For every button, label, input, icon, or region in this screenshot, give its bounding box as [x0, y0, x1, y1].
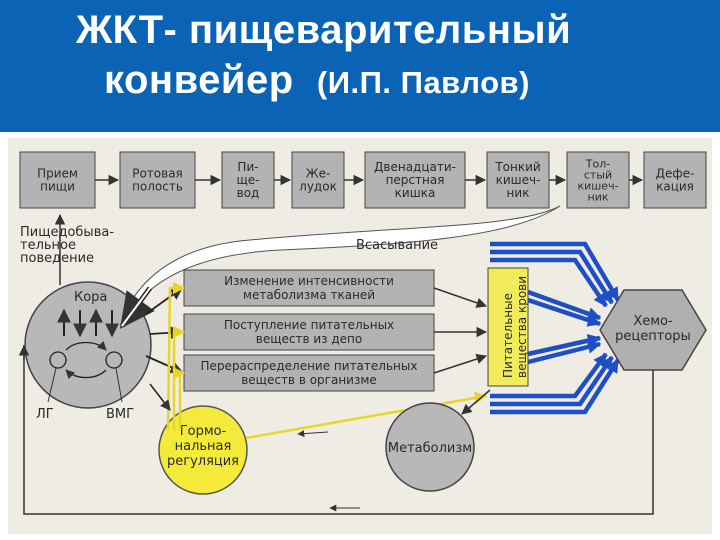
- chemoreceptors-label: Хемо-рецепторы: [615, 314, 691, 344]
- process-depot-supply-box: [183, 313, 435, 351]
- processes.2-line: Перераспределение питательных: [201, 359, 418, 373]
- chemo-line: рецепторы: [615, 329, 691, 344]
- conveyor.2-line: вод: [237, 186, 260, 200]
- cortex-inner-arrows: [57, 308, 119, 380]
- behavior-line: Пищедобыва-: [20, 225, 114, 240]
- blood-to-metabolism-arrow: [461, 389, 491, 415]
- conveyor.6-line: Тол-: [585, 158, 610, 171]
- process-redistribution-box: [183, 354, 435, 392]
- hormonal-line: регуляция: [167, 454, 239, 469]
- processes.1-line: веществ из депо: [256, 332, 362, 346]
- metabolism-label: Метаболизм: [388, 441, 472, 456]
- conveyor.2-line: Пи-: [237, 160, 258, 174]
- cortex-label: Кора: [74, 290, 107, 305]
- behavior-line: тельное: [20, 238, 76, 253]
- conveyor.5-line: ник: [507, 186, 530, 200]
- chemoreceptors-hexagon: [599, 289, 707, 371]
- hormonal-line: нальная: [175, 439, 232, 454]
- conveyor.6-line: кишеч-: [577, 180, 618, 193]
- stage-esophagus-box: [221, 151, 275, 209]
- conveyor.5-line: Тонкий: [494, 160, 540, 174]
- stage-food-intake-box: [19, 151, 96, 209]
- conveyor.6-line: стый: [584, 169, 612, 182]
- stage-small-intestine-box: [486, 151, 550, 209]
- conveyor.6-line: ник: [588, 191, 609, 204]
- conveyor.0-line: Прием: [37, 167, 78, 181]
- stage-defecation-box: [643, 151, 707, 209]
- conveyor.3-line: лудок: [299, 180, 337, 194]
- title-author: (И.П. Павлов): [316, 65, 530, 100]
- conveyor.5-line: кишеч-: [496, 173, 541, 187]
- conveyor.1-line: полость: [132, 180, 183, 194]
- lg-label: ЛГ: [36, 407, 54, 422]
- cortex-to-hormonal-arrow: [149, 383, 171, 411]
- stage-label-2: Пи-ще-вод: [236, 160, 259, 200]
- feedback-loop-line: [23, 345, 654, 515]
- conveyor.1-line: Ротовая: [132, 167, 183, 181]
- vmg-label: ВМГ: [106, 407, 134, 422]
- process-metabolism-intensity-box: [183, 269, 435, 307]
- blood-nutrients-label: Питательныевещества крови: [501, 276, 529, 378]
- processes.0-line: метаболизма тканей: [243, 288, 375, 302]
- cortex-to-process-arrows: [145, 287, 184, 374]
- process-to-blood-arrows: [433, 287, 488, 374]
- title-line-1: ЖКТ- пищеварительный: [76, 8, 572, 52]
- stage-large-intestine-box: [566, 151, 630, 209]
- metabolism-circle: [385, 402, 475, 492]
- stage-stomach-box: [291, 151, 345, 209]
- title-main: конвейер: [104, 58, 294, 102]
- conveyor.7-line: кация: [656, 180, 694, 194]
- blue-signal-arrows: [490, 241, 620, 415]
- blood-line: вещества крови: [515, 276, 529, 378]
- conveyor.0-line: пищи: [40, 180, 75, 194]
- conveyor.4-line: кишка: [395, 186, 436, 200]
- conveyor.4-line: Двенадцати-: [374, 160, 456, 174]
- behavior-line: поведение: [20, 251, 94, 266]
- blood-nutrients-column: [487, 267, 529, 387]
- conveyor.7-line: Дефе-: [656, 167, 695, 181]
- absorption-label: Всасывание: [356, 238, 438, 253]
- vmg-nucleus: [105, 351, 123, 369]
- conveyor.3-line: Же-: [306, 167, 331, 181]
- processes.2-line: веществ в организме: [241, 373, 377, 387]
- processes.1-line: Поступление питательных: [224, 318, 394, 332]
- conveyor.2-line: ще-: [236, 173, 259, 187]
- stage-duodenum-box: [364, 151, 466, 209]
- blood-line: Питательные: [501, 293, 515, 378]
- hormonal-arrows: [166, 281, 488, 440]
- chemo-line: Хемо-: [633, 314, 673, 329]
- title-banner: ЖКТ- пищеварительный конвейер (И.П. Павл…: [0, 0, 720, 132]
- lg-nucleus: [49, 351, 67, 369]
- hormonal-line: Гормо-: [180, 424, 227, 439]
- conveyor.4-line: перстная: [386, 173, 445, 187]
- processes.0-line: Изменение интенсивности: [224, 274, 394, 288]
- title-line-2: конвейер (И.П. Павлов): [104, 58, 530, 103]
- stage-label-3: Же-лудок: [299, 167, 337, 194]
- stage-label-7: Дефе-кация: [656, 167, 695, 194]
